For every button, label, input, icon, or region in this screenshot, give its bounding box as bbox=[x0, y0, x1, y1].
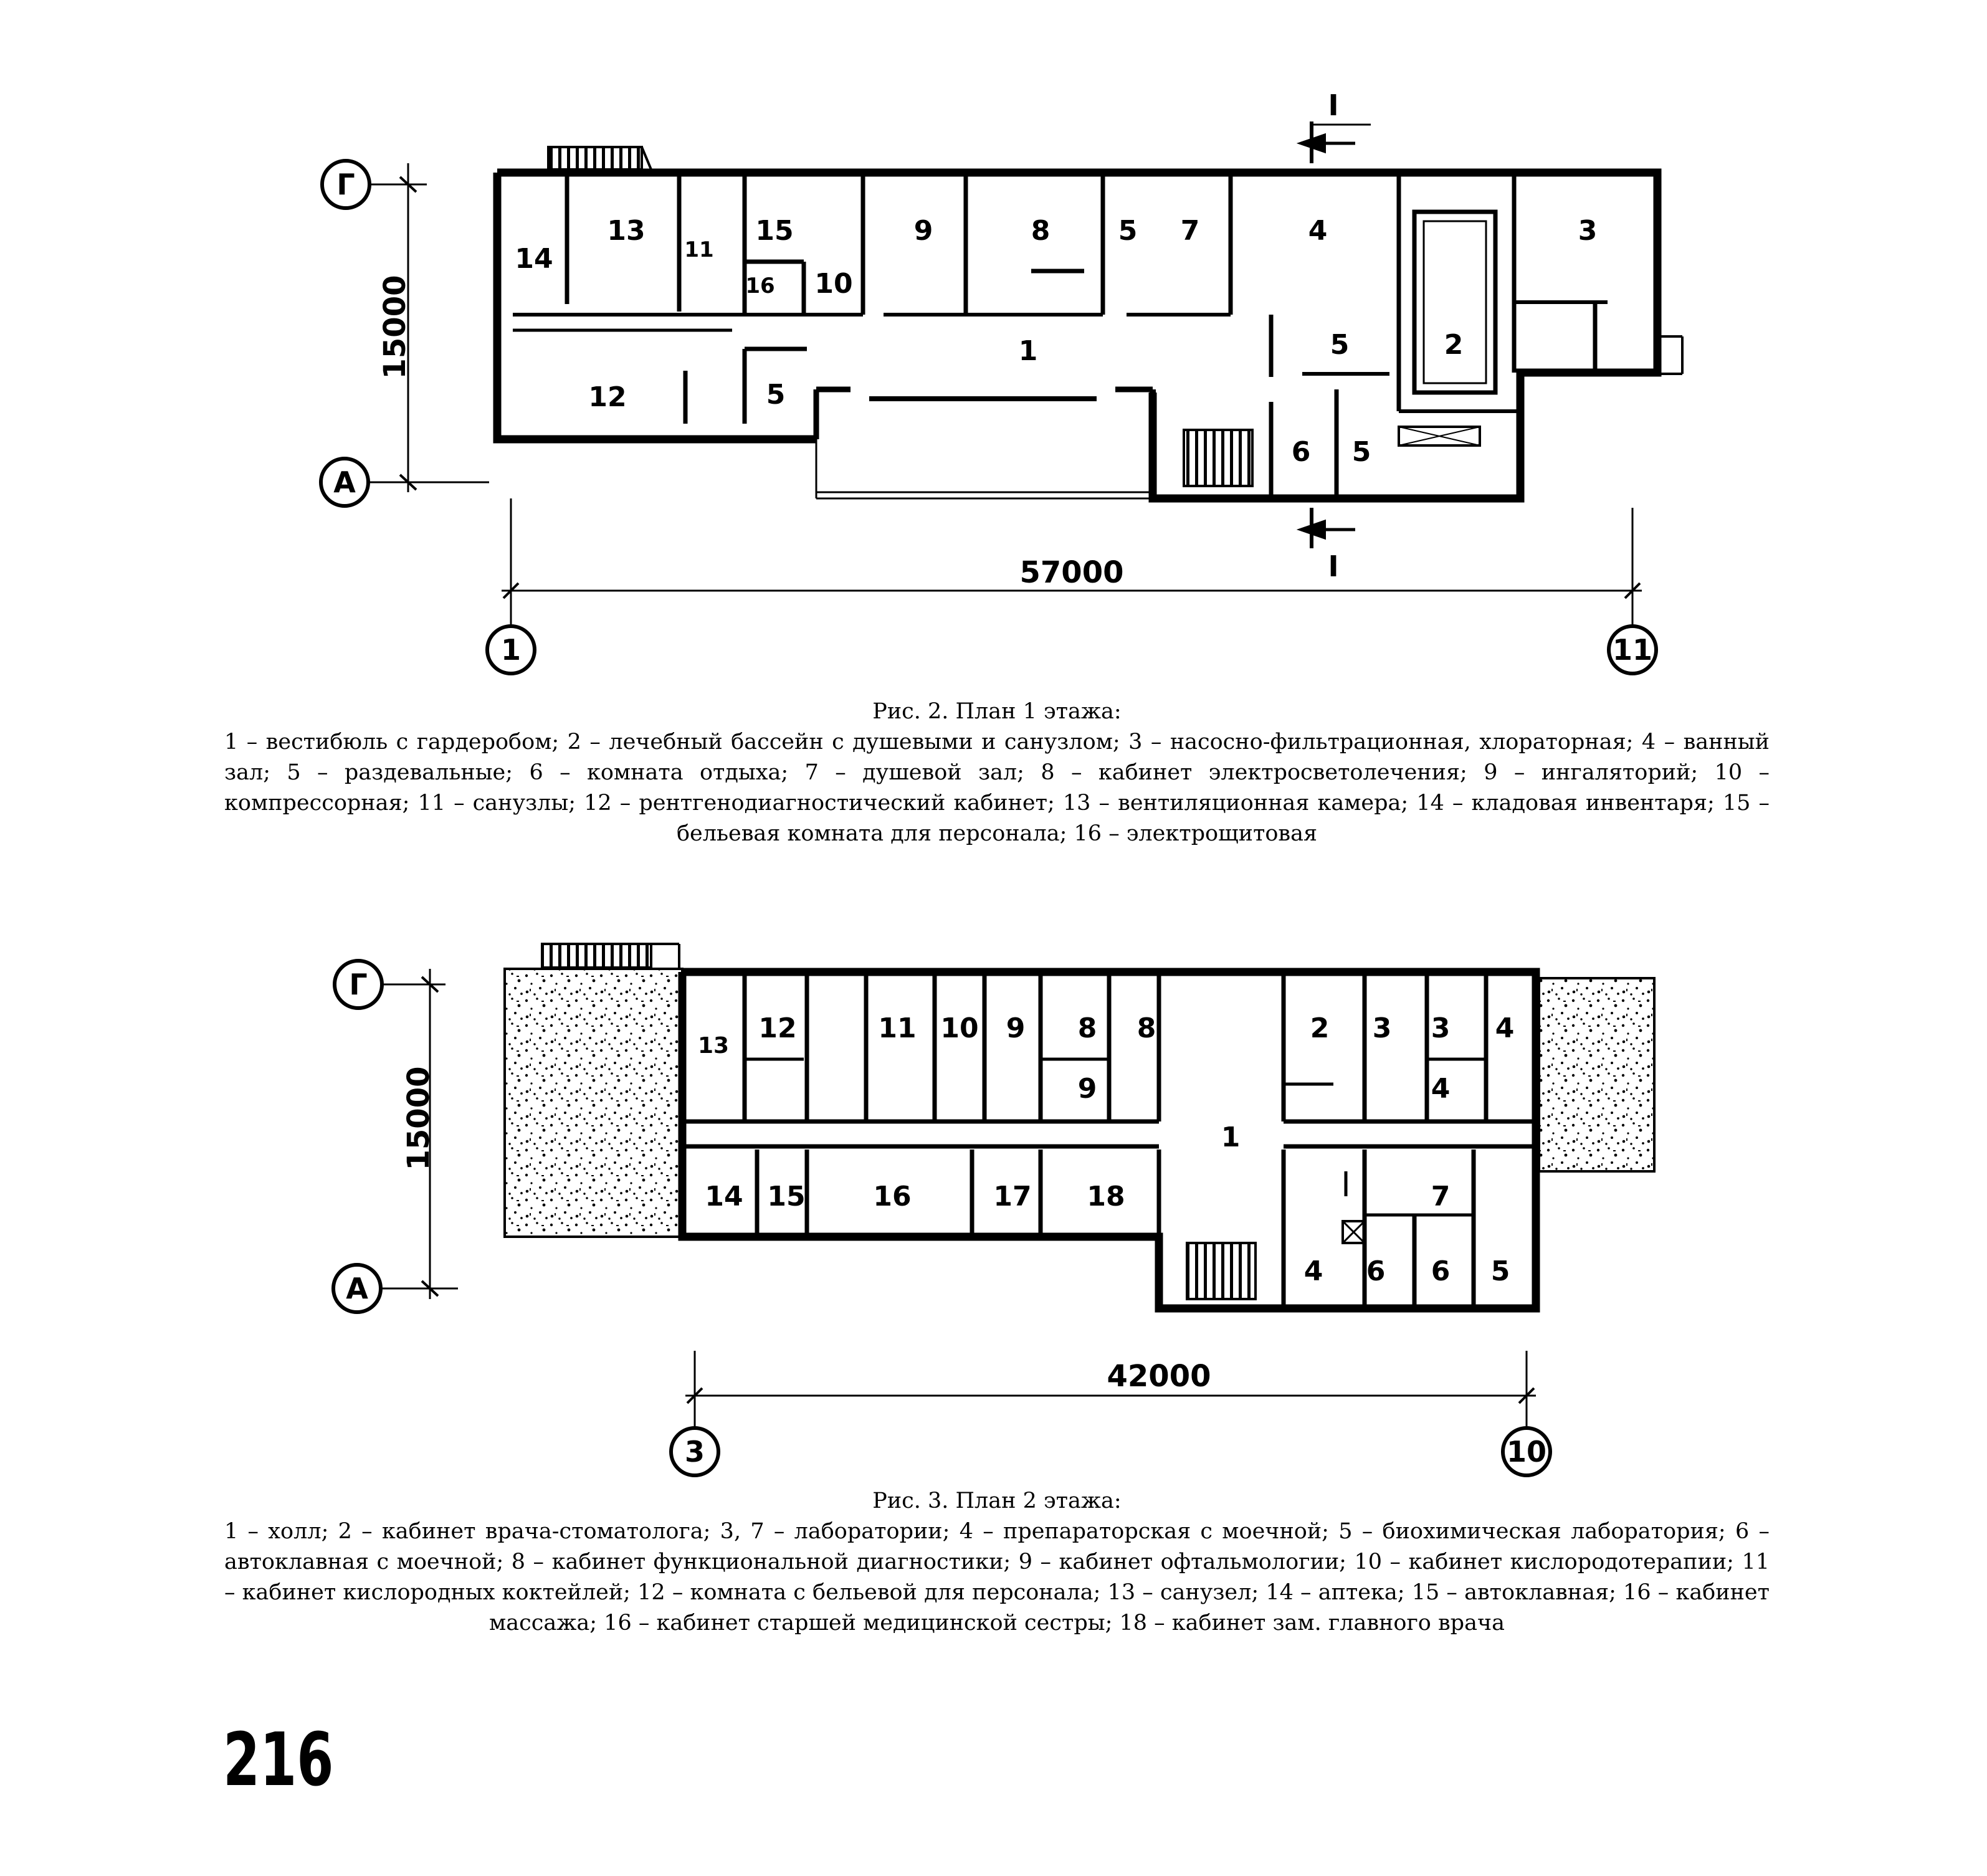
axis-marker-3-plan2: 3 bbox=[669, 1351, 720, 1477]
partitions-plan2 bbox=[682, 975, 1536, 1308]
axis-label: Г bbox=[349, 968, 367, 1001]
outer-walls-plan2 bbox=[678, 968, 1540, 1313]
section-mark-label: I bbox=[1328, 550, 1338, 583]
room-number-12: 12 bbox=[758, 1012, 796, 1044]
axis-marker-1-plan1: 1 bbox=[485, 498, 536, 675]
dimension-width-plan2: 42000 bbox=[685, 1359, 1536, 1404]
axis-marker-g-plan2: Г bbox=[333, 959, 446, 1010]
caption-plan-2: Рис. 3. План 2 этажа: 1 – холл; 2 – каби… bbox=[224, 1486, 1770, 1639]
room-number-17: 17 bbox=[993, 1181, 1031, 1212]
dimension-width-plan1: 57000 bbox=[502, 555, 1642, 599]
section-mark-bottom-plan1: I bbox=[1296, 508, 1355, 583]
room-number-5: 5 bbox=[1352, 436, 1371, 468]
right-steps-plan1 bbox=[1657, 335, 1684, 375]
axis-label: 10 bbox=[1507, 1435, 1546, 1469]
room-number-5: 5 bbox=[1330, 329, 1350, 361]
room-number-15: 15 bbox=[767, 1181, 805, 1212]
room-number-8: 8 bbox=[1031, 215, 1051, 247]
axis-marker-10-plan2: 10 bbox=[1501, 1351, 1552, 1477]
plan-1: Г А 1 11 15000 57000 bbox=[319, 88, 1684, 675]
axis-label: А bbox=[333, 465, 356, 499]
axis-label: 1 bbox=[501, 633, 521, 667]
caption-plan-1: Рис. 2. План 1 этажа: 1 – вестибюль с га… bbox=[224, 697, 1770, 849]
caption-title: Рис. 3. План 2 этажа: bbox=[872, 1488, 1122, 1513]
dimension-height-plan2: 15000 bbox=[401, 969, 439, 1299]
room-number-11: 11 bbox=[684, 237, 713, 262]
terrace-left-plan2 bbox=[503, 943, 684, 1238]
room-number-7: 7 bbox=[1181, 215, 1200, 247]
room-numbers-plan1: 1 2 3 4 5 5 5 5 6 7 8 9 10 11 12 13 14 1… bbox=[515, 215, 1597, 468]
room-number-6: 6 bbox=[1431, 1255, 1451, 1287]
caption-legend: 1 – холл; 2 – кабинет врача-стоматолога;… bbox=[224, 1519, 1770, 1636]
room-number-12: 12 bbox=[588, 381, 626, 413]
vestibule-glazing-plan1 bbox=[815, 439, 1153, 500]
plan-2: Г А 3 10 15000 42000 bbox=[331, 943, 1656, 1477]
partitions-plan1 bbox=[513, 176, 1608, 498]
room-number-4: 4 bbox=[1431, 1073, 1451, 1105]
section-mark-label: I bbox=[1328, 88, 1338, 122]
internal-stair-plan2 bbox=[1186, 1220, 1366, 1300]
room-number-1: 1 bbox=[1019, 335, 1038, 367]
room-number-9: 9 bbox=[1006, 1012, 1026, 1044]
axis-marker-11-plan1: 11 bbox=[1607, 508, 1658, 675]
dimension-label: 15000 bbox=[378, 275, 412, 379]
room-number-16: 16 bbox=[745, 274, 774, 298]
caption-title: Рис. 2. План 1 этажа: bbox=[872, 699, 1122, 724]
terrace-right-plan2 bbox=[1538, 977, 1656, 1173]
room-number-5: 5 bbox=[766, 379, 786, 411]
axis-marker-a-plan2: А bbox=[331, 1263, 458, 1314]
room-number-16: 16 bbox=[873, 1181, 911, 1212]
internal-stair-plan1 bbox=[1183, 429, 1254, 487]
room-number-14: 14 bbox=[515, 243, 553, 275]
axis-marker-g-plan1: Г bbox=[320, 159, 427, 210]
axis-label: Г bbox=[336, 168, 355, 201]
room-number-18: 18 bbox=[1087, 1181, 1125, 1212]
room-number-7: 7 bbox=[1431, 1181, 1451, 1212]
outer-wall-fragments-plan1 bbox=[813, 374, 1523, 498]
room-number-11: 11 bbox=[878, 1012, 916, 1044]
page-number: 216 bbox=[223, 1716, 334, 1802]
room-number-10: 10 bbox=[814, 268, 852, 300]
room-number-13: 13 bbox=[698, 1033, 729, 1059]
room-number-2: 2 bbox=[1310, 1012, 1330, 1044]
room-numbers-plan2: 1 2 3 3 4 4 4 5 6 6 7 8 8 9 9 10 11 12 1… bbox=[698, 1012, 1514, 1287]
room-number-13: 13 bbox=[607, 215, 645, 247]
room-number-8: 8 bbox=[1078, 1012, 1097, 1044]
room-number-8: 8 bbox=[1137, 1012, 1156, 1044]
room-number-4: 4 bbox=[1308, 215, 1328, 247]
room-number-3: 3 bbox=[1578, 215, 1598, 247]
room-number-5: 5 bbox=[1118, 215, 1138, 247]
section-mark-top-plan1: I bbox=[1296, 88, 1371, 163]
room-number-9: 9 bbox=[914, 215, 933, 247]
entrance-stair-plan1 bbox=[547, 146, 652, 171]
dimension-label: 42000 bbox=[1107, 1359, 1211, 1394]
dimension-label: 57000 bbox=[1020, 555, 1124, 590]
pool-plan1 bbox=[1398, 209, 1498, 447]
dimension-height-plan1: 15000 bbox=[378, 163, 417, 492]
room-number-3: 3 bbox=[1373, 1012, 1392, 1044]
room-number-4: 4 bbox=[1495, 1012, 1515, 1044]
room-number-3: 3 bbox=[1431, 1012, 1451, 1044]
room-number-2: 2 bbox=[1444, 329, 1464, 361]
room-number-4: 4 bbox=[1304, 1255, 1323, 1287]
axis-label: А bbox=[346, 1272, 368, 1305]
room-number-15: 15 bbox=[755, 215, 793, 247]
room-number-6: 6 bbox=[1292, 436, 1311, 468]
room-number-1: 1 bbox=[1221, 1121, 1241, 1153]
dimension-label: 15000 bbox=[401, 1067, 436, 1171]
axis-label: 3 bbox=[685, 1435, 705, 1469]
axis-marker-a-plan1: А bbox=[319, 457, 489, 508]
room-number-14: 14 bbox=[705, 1181, 743, 1212]
room-number-9: 9 bbox=[1078, 1073, 1097, 1105]
room-number-6: 6 bbox=[1366, 1255, 1386, 1287]
axis-label: 11 bbox=[1613, 633, 1652, 667]
room-number-5: 5 bbox=[1491, 1255, 1510, 1287]
caption-legend: 1 – вестибюль с гардеробом; 2 – лечебный… bbox=[224, 730, 1770, 846]
room-number-10: 10 bbox=[940, 1012, 978, 1044]
